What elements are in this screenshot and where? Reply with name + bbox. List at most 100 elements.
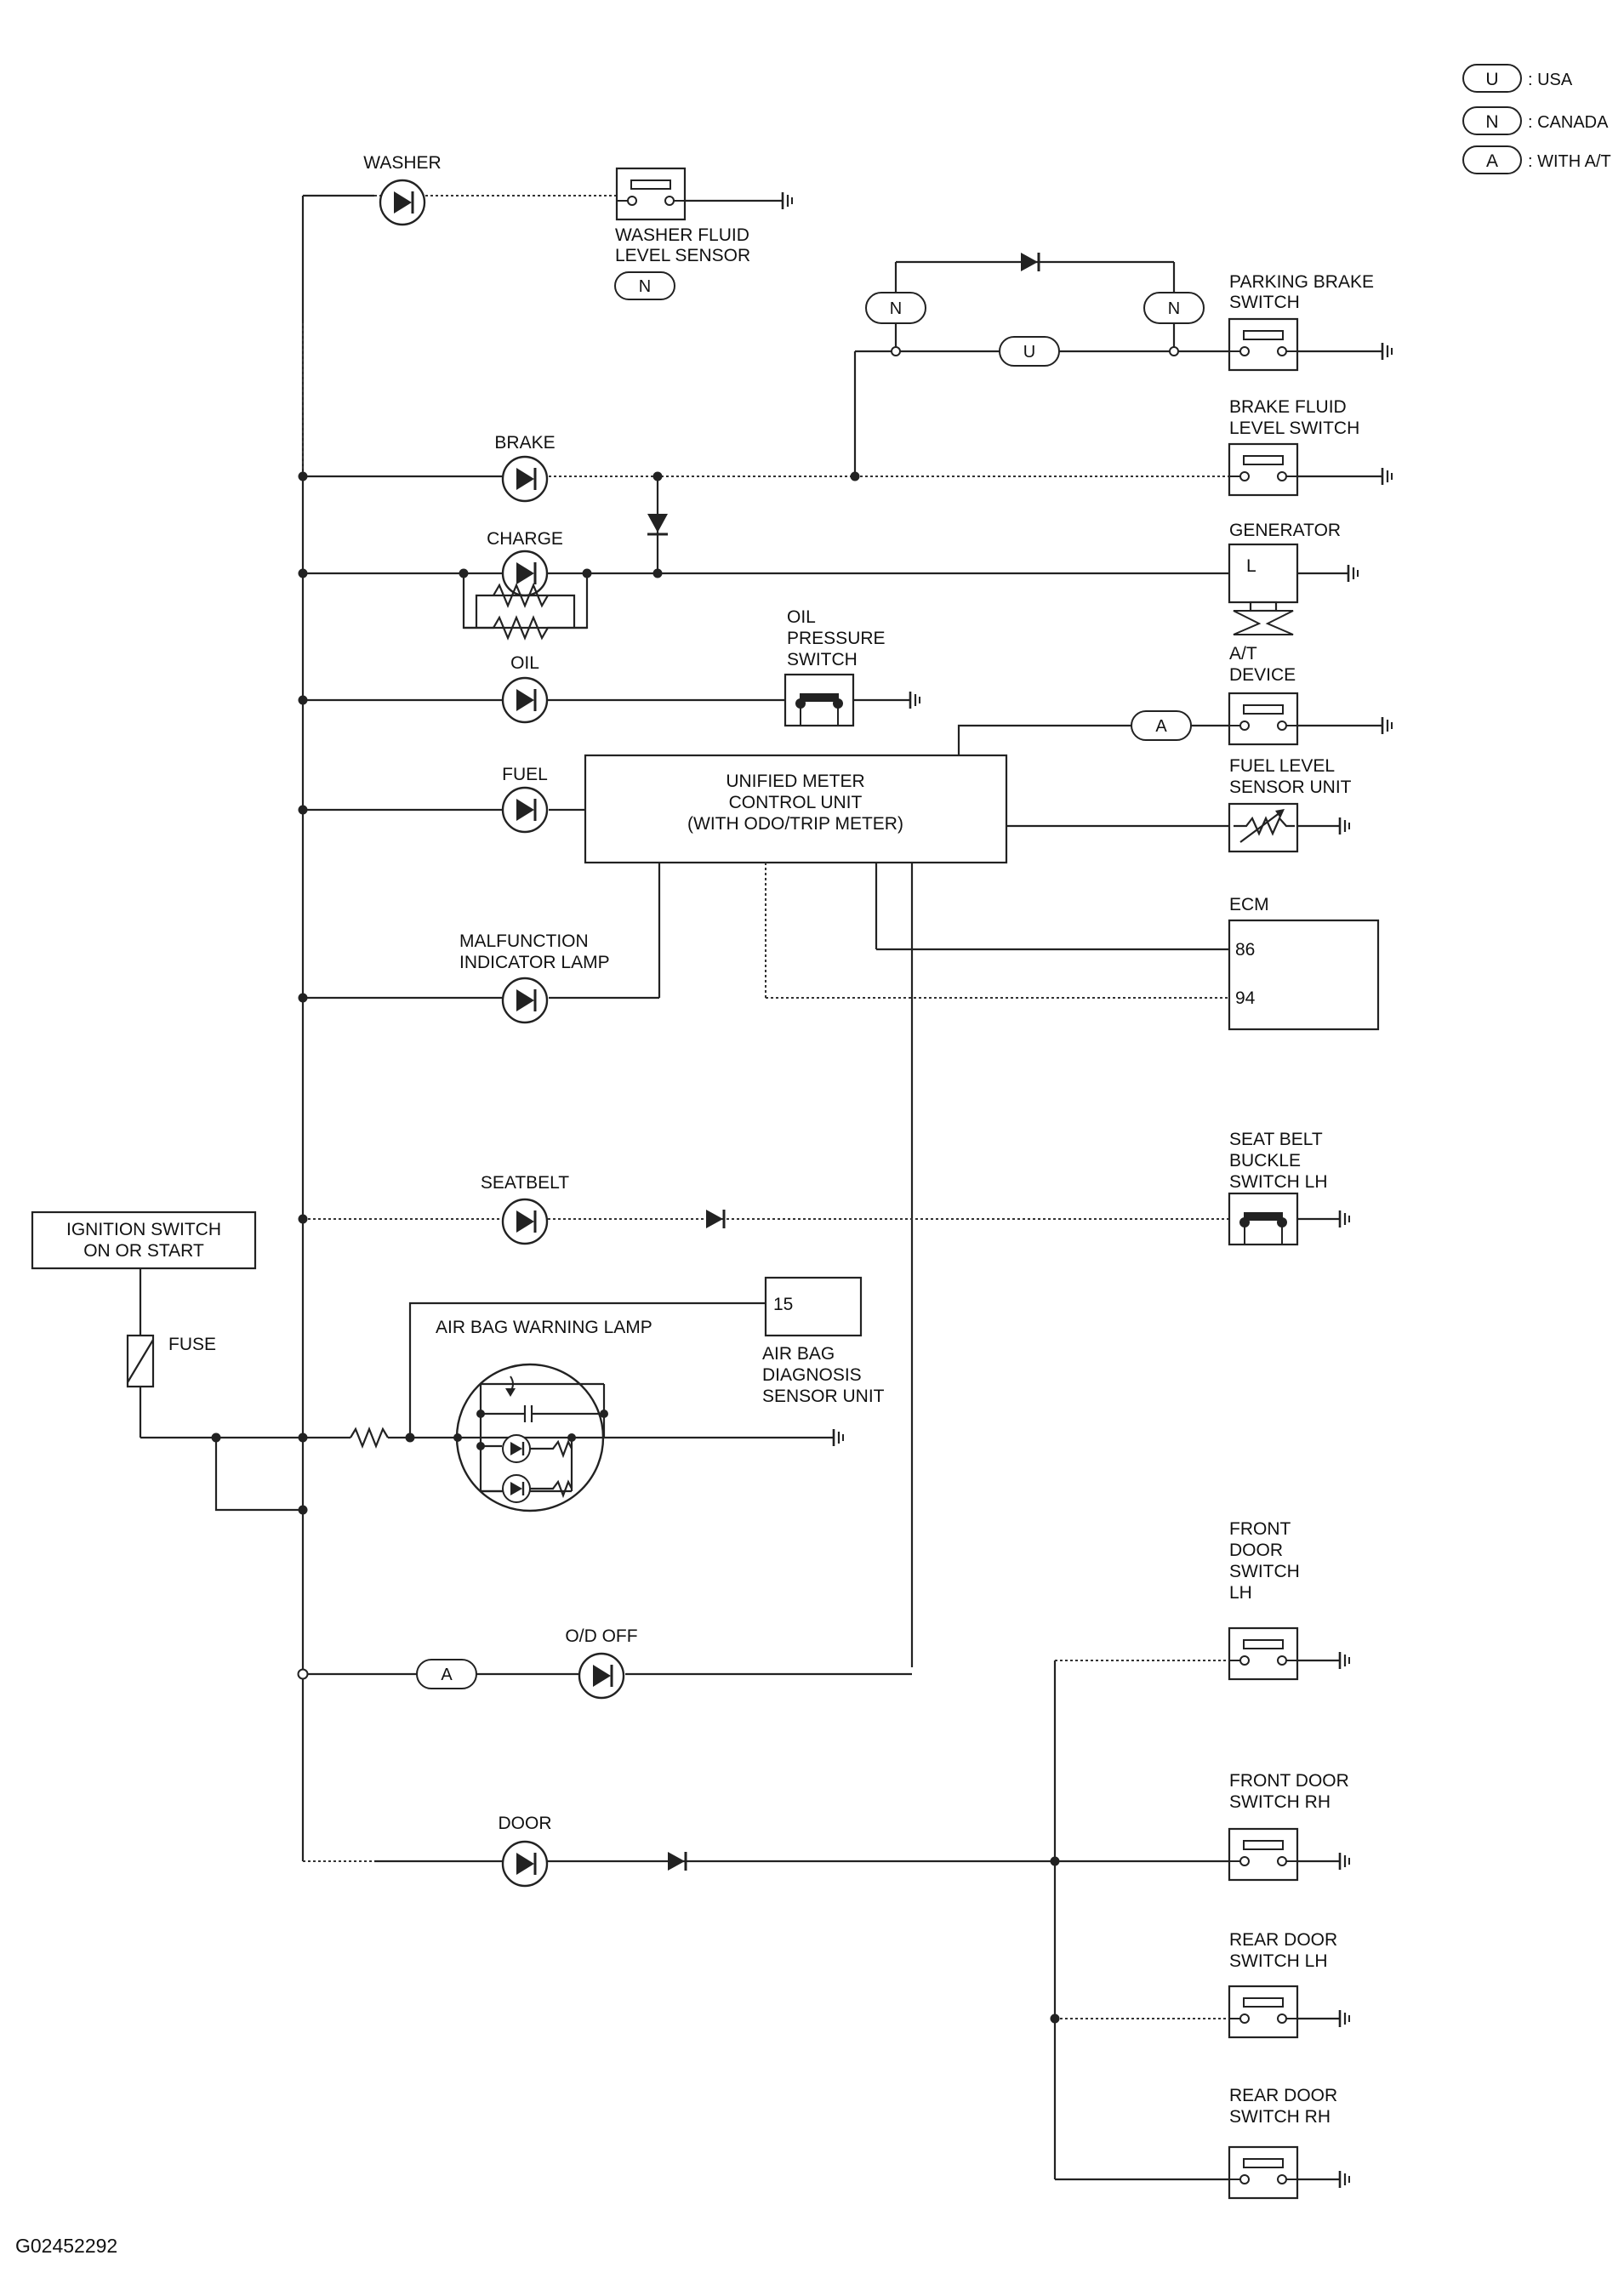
ground-icon <box>1364 715 1393 736</box>
fuel-level-sensor-box <box>1228 802 1299 853</box>
parking-brake-switch-icon <box>1228 317 1299 372</box>
fuel-level-label-2: SENSOR UNIT <box>1229 777 1352 797</box>
ground-icon <box>1330 563 1359 584</box>
at-device-label-1: A/T <box>1229 644 1257 664</box>
door-lamp-label: DOOR <box>499 1814 552 1833</box>
od-off-lamp-label: O/D OFF <box>565 1626 637 1646</box>
seatbelt-buckle-switch-icon <box>1228 1192 1299 1246</box>
door-lamp-icon <box>501 1840 549 1888</box>
ground-icon <box>892 690 921 710</box>
meter-label-2: CONTROL UNIT <box>729 793 863 812</box>
front-door-lh-label-2: DOOR <box>1229 1541 1283 1560</box>
ignition-label-2: ON OR START <box>83 1241 204 1261</box>
front-door-lh-label-3: SWITCH <box>1229 1562 1300 1581</box>
ground-icon <box>1364 341 1393 362</box>
ground-icon <box>1321 1209 1351 1229</box>
airbag-diagnosis-unit-box <box>764 1276 863 1337</box>
oil-lamp-label: OIL <box>510 653 539 673</box>
airbag-unit-label-3: SENSOR UNIT <box>762 1387 885 1406</box>
parking-brake-label-2: SWITCH <box>1229 293 1300 312</box>
seatbelt-diode-icon <box>704 1208 726 1230</box>
rear-door-rh-label-2: SWITCH RH <box>1229 2107 1331 2127</box>
mil-label-1: MALFUNCTION <box>459 931 589 951</box>
generator-label: GENERATOR <box>1229 521 1341 540</box>
malfunction-indicator-lamp-icon <box>501 977 549 1024</box>
fuse-label: FUSE <box>168 1335 216 1354</box>
washer-sensor-label-2: LEVEL SENSOR <box>615 246 750 265</box>
oil-pressure-label-1: OIL <box>787 607 816 627</box>
generator-box <box>1228 543 1299 604</box>
legend-code-canada: N <box>1485 112 1498 132</box>
oil-lamp-icon <box>501 676 549 724</box>
legend-text-canada: : CANADA <box>1528 113 1609 132</box>
generator-terminal: L <box>1246 556 1256 576</box>
front-door-switch-rh-icon <box>1228 1827 1299 1882</box>
ground-icon <box>815 1427 845 1448</box>
brake-fluid-label-2: LEVEL SWITCH <box>1229 419 1359 438</box>
diode-icon <box>1019 251 1040 273</box>
airbag-unit-label-2: DIAGNOSIS <box>762 1365 862 1385</box>
rear-door-lh-label-2: SWITCH LH <box>1229 1951 1328 1971</box>
rear-door-lh-label-1: REAR DOOR <box>1229 1930 1337 1950</box>
legend-code-at: A <box>1486 151 1498 171</box>
charge-lamp-label: CHARGE <box>487 529 563 549</box>
washer-sensor-label-1: WASHER FLUID <box>615 225 749 245</box>
legend-code-usa: U <box>1485 70 1498 89</box>
od-off-tag-a: A <box>441 1666 453 1684</box>
washer-lamp-label: WASHER <box>363 153 441 173</box>
rear-door-switch-lh-icon <box>1228 1985 1299 2039</box>
front-door-lh-label-4: LH <box>1229 1583 1252 1603</box>
ground-icon <box>1321 1851 1351 1871</box>
rear-door-rh-label-1: REAR DOOR <box>1229 2086 1337 2105</box>
ecm-pin-86: 86 <box>1235 940 1255 960</box>
front-door-switch-lh-icon <box>1228 1626 1299 1681</box>
fuel-level-label-1: FUEL LEVEL <box>1229 756 1335 776</box>
ground-icon <box>1321 1650 1351 1671</box>
oil-pressure-label-3: SWITCH <box>787 650 858 669</box>
legend-text-usa: : USA <box>1528 71 1573 89</box>
ground-icon <box>1364 466 1393 487</box>
at-device-switch-icon <box>1228 692 1299 746</box>
parking-tag-n-left: N <box>890 299 902 318</box>
airbag-unit-label-1: AIR BAG <box>762 1344 835 1364</box>
fuel-lamp-label: FUEL <box>502 765 548 784</box>
door-diode-icon <box>666 1850 687 1872</box>
washer-lamp-icon <box>379 179 426 226</box>
ecm-pin-94: 94 <box>1235 988 1256 1008</box>
charge-lamp-icon <box>501 550 549 597</box>
brake-lamp-label: BRAKE <box>494 433 555 453</box>
rear-door-switch-rh-icon <box>1228 2145 1299 2200</box>
mil-label-2: INDICATOR LAMP <box>459 953 610 972</box>
ecm-box <box>1228 919 1380 1031</box>
at-device-label-2: DEVICE <box>1229 665 1296 685</box>
seatbelt-switch-label-3: SWITCH LH <box>1229 1172 1328 1192</box>
seatbelt-switch-label-1: SEAT BELT <box>1229 1130 1323 1149</box>
parking-brake-label-1: PARKING BRAKE <box>1229 272 1374 292</box>
ecm-label: ECM <box>1229 895 1269 914</box>
airbag-lamp-label: AIR BAG WARNING LAMP <box>436 1318 652 1337</box>
brake-fluid-label-1: BRAKE FLUID <box>1229 397 1347 417</box>
brake-fluid-switch-icon <box>1228 442 1299 497</box>
ignition-switch-box <box>31 1210 257 1270</box>
parking-tag-u: U <box>1023 343 1035 362</box>
fuel-lamp-icon <box>501 786 549 834</box>
parking-tag-n-right: N <box>1168 299 1180 318</box>
unified-meter-control-unit <box>584 754 1008 864</box>
ground-icon <box>764 191 794 211</box>
oil-pressure-switch-icon <box>784 673 855 727</box>
ground-icon <box>1321 2008 1351 2029</box>
legend-text-at: : WITH A/T <box>1528 152 1611 171</box>
ground-icon <box>1321 2169 1351 2190</box>
seatbelt-lamp-label: SEATBELT <box>481 1173 569 1193</box>
front-door-rh-label-1: FRONT DOOR <box>1229 1771 1349 1791</box>
figure-id: G02452292 <box>15 2235 117 2257</box>
legend: U : USA N : CANADA A : WITH A/T <box>1462 64 1611 174</box>
front-door-lh-label-1: FRONT <box>1229 1519 1291 1539</box>
at-device-tag-a: A <box>1155 717 1167 736</box>
oil-pressure-label-2: PRESSURE <box>787 629 886 648</box>
seatbelt-lamp-icon <box>501 1198 549 1245</box>
washer-tag-n: N <box>639 277 651 296</box>
ground-icon <box>1321 816 1351 836</box>
meter-label-1: UNIFIED METER <box>726 772 864 791</box>
